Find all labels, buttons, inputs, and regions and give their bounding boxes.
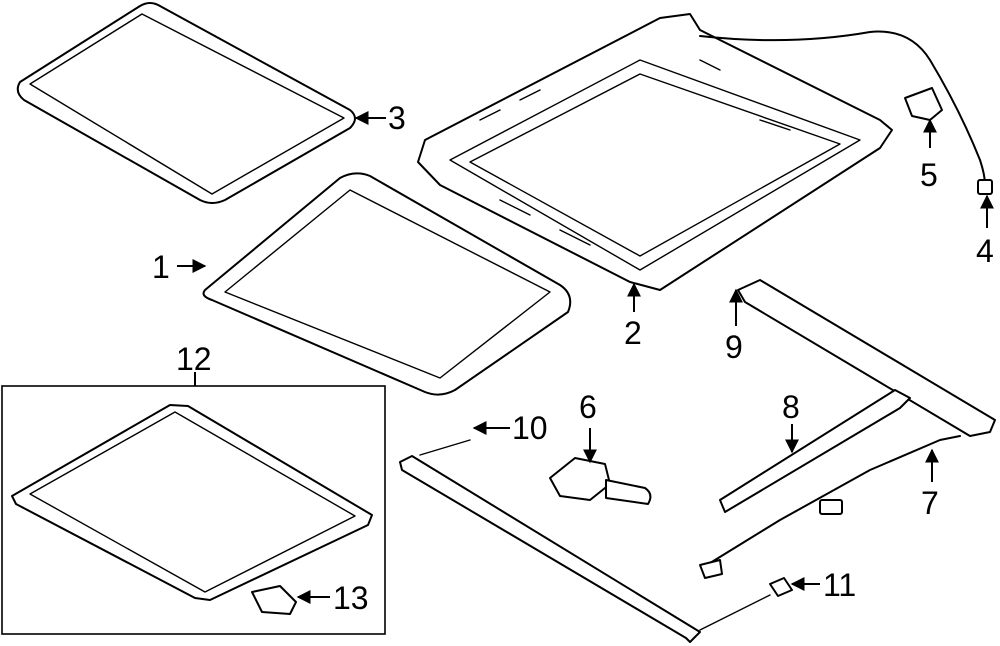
part-10-front-rail <box>399 439 771 643</box>
part-3-seal <box>16 2 356 204</box>
callout-3: 3 <box>388 100 406 136</box>
group-box-12 <box>1 385 386 635</box>
callout-7: 7 <box>921 485 939 521</box>
callout-9: 9 <box>725 329 743 365</box>
callout-11: 11 <box>823 567 856 603</box>
callout-10: 10 <box>512 410 548 446</box>
callout-8: 8 <box>782 389 800 425</box>
callout-1: 1 <box>152 249 170 285</box>
callout-4: 4 <box>976 233 994 269</box>
part-5-bracket <box>904 87 943 121</box>
part-2-frame <box>417 13 893 291</box>
part-7-cable-assembly <box>699 435 961 579</box>
callout-12: 12 <box>176 341 212 377</box>
part-4-drain-hose <box>699 30 993 195</box>
leader-lines <box>177 111 994 604</box>
callout-13: 13 <box>333 580 369 616</box>
part-8-deflector <box>719 389 911 513</box>
callout-5: 5 <box>920 157 938 193</box>
callout-6: 6 <box>579 389 597 425</box>
part-1-glass-panel <box>202 172 572 396</box>
part-11-clip <box>769 577 793 597</box>
part-13-clip <box>251 585 297 615</box>
callout-2: 2 <box>624 315 642 351</box>
part-9-guide-rail <box>737 279 996 437</box>
part-12-sunshade <box>11 404 373 601</box>
part-6-motor <box>549 457 652 505</box>
